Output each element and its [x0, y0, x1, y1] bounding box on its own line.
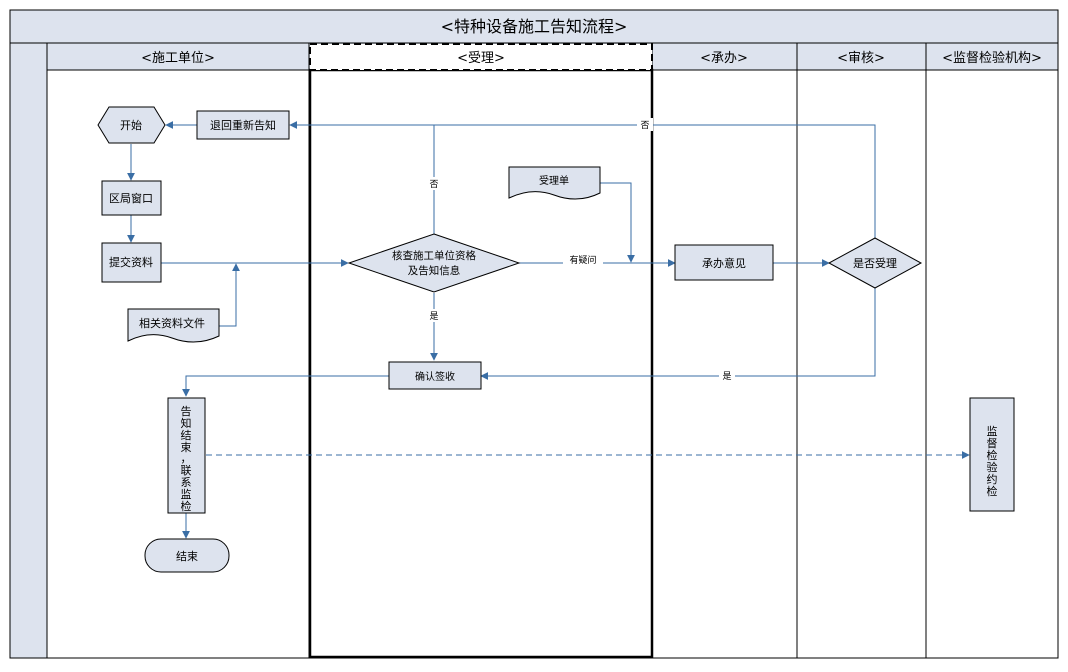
- check-label-line1: 核查施工单位资格: [392, 249, 476, 262]
- edge-form-to-line: [600, 182, 635, 263]
- inspection-char: 检: [987, 448, 998, 462]
- check-label-line2: 及告知信息: [408, 264, 461, 277]
- related-documents-label: 相关资料文件: [139, 316, 205, 330]
- district-window-label: 区局窗口: [109, 191, 153, 205]
- start-node: [97, 106, 166, 144]
- edge-reject-to-return: [289, 121, 876, 239]
- notify-end-char: 监: [181, 488, 192, 501]
- lane-label-inspection-agency: <监督检验机构>: [942, 50, 1042, 66]
- left-gutter: [9, 42, 48, 659]
- label-bg-yes-down: [426, 309, 442, 322]
- inspection-label: 监 督 检 验 约 检: [987, 425, 998, 498]
- label-bg-yes-right: [719, 369, 735, 382]
- district-window-box: [101, 180, 162, 216]
- label-bg-question: [563, 254, 603, 267]
- edge-label-no-left: 否: [429, 179, 438, 190]
- inspection-char: 监: [987, 425, 998, 438]
- inspection-char: 验: [987, 460, 998, 474]
- confirm-receipt-box: [388, 361, 482, 390]
- diagram-title: <特种设备施工告知流程>: [441, 17, 628, 36]
- accept-decision-label: 是否受理: [853, 257, 897, 270]
- notify-end-char: 结: [181, 429, 192, 442]
- lane-label-handling: <承办>: [700, 51, 748, 66]
- edge-documents-to-line: [219, 263, 240, 327]
- notify-end-box: [167, 397, 206, 514]
- edge-label-no-right: 否: [640, 120, 649, 131]
- lane-label-review: <审核>: [837, 51, 885, 66]
- label-bg-no-right: [637, 118, 653, 131]
- confirm-receipt-label: 确认签收: [415, 370, 455, 383]
- end-label: 结束: [176, 550, 198, 563]
- label-bg-no-left: [426, 177, 442, 190]
- handling-opinion-label: 承办意见: [702, 256, 746, 270]
- title-bar: [9, 9, 1059, 44]
- related-documents-doc: [127, 308, 220, 343]
- notify-end-char: 知: [181, 416, 192, 430]
- notify-end-char: 告: [181, 405, 192, 418]
- notify-end-char: 系: [181, 476, 192, 489]
- edge-label-has-question: 有疑问: [569, 254, 596, 266]
- acceptance-form-doc: [508, 166, 601, 200]
- notify-end-char: ，: [181, 452, 192, 465]
- return-notice-box: [196, 110, 290, 140]
- submit-materials-label: 提交资料: [109, 255, 153, 269]
- edge-confirm-to-notify: [182, 375, 389, 397]
- handling-opinion-box: [674, 244, 774, 281]
- inspection-char: 督: [987, 436, 998, 450]
- edge-decision-yes: [480, 288, 876, 380]
- lane-label-acceptance: <受理>: [457, 51, 505, 66]
- selected-lane-header: [309, 43, 653, 71]
- notify-end-char: 联: [181, 464, 192, 477]
- end-node: [144, 538, 230, 573]
- lane-label-construction-unit: <施工单位>: [141, 51, 215, 66]
- return-notice-label: 退回重新告知: [210, 118, 276, 132]
- notify-end-label: 告 知 结 束 ， 联 系 监 检: [181, 405, 192, 513]
- inspection-box: [969, 397, 1015, 512]
- acceptance-form-label: 受理单: [539, 175, 569, 187]
- edge-label-yes-right: 是: [722, 371, 731, 382]
- notify-end-char: 检: [181, 499, 192, 513]
- accept-decision-diamond: [827, 237, 923, 289]
- edge-label-yes-down: 是: [429, 311, 438, 322]
- submit-materials-box: [101, 242, 162, 283]
- notify-end-char: 束: [181, 441, 192, 454]
- start-label: 开始: [120, 118, 142, 132]
- check-decision-diamond: [347, 233, 521, 293]
- inspection-char: 检: [987, 484, 998, 498]
- inspection-char: 约: [987, 473, 998, 486]
